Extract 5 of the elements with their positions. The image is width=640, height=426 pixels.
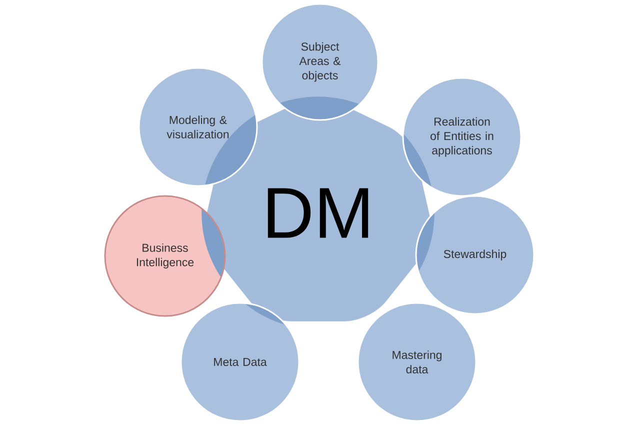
node-label: Realization of Entities in applications [430,117,494,157]
node-label: Meta Data [214,358,267,366]
node-label: Subject Areas & objects [299,42,341,82]
node-label: Business Intelligence [136,243,194,269]
node-label: Stewardship [444,250,506,260]
